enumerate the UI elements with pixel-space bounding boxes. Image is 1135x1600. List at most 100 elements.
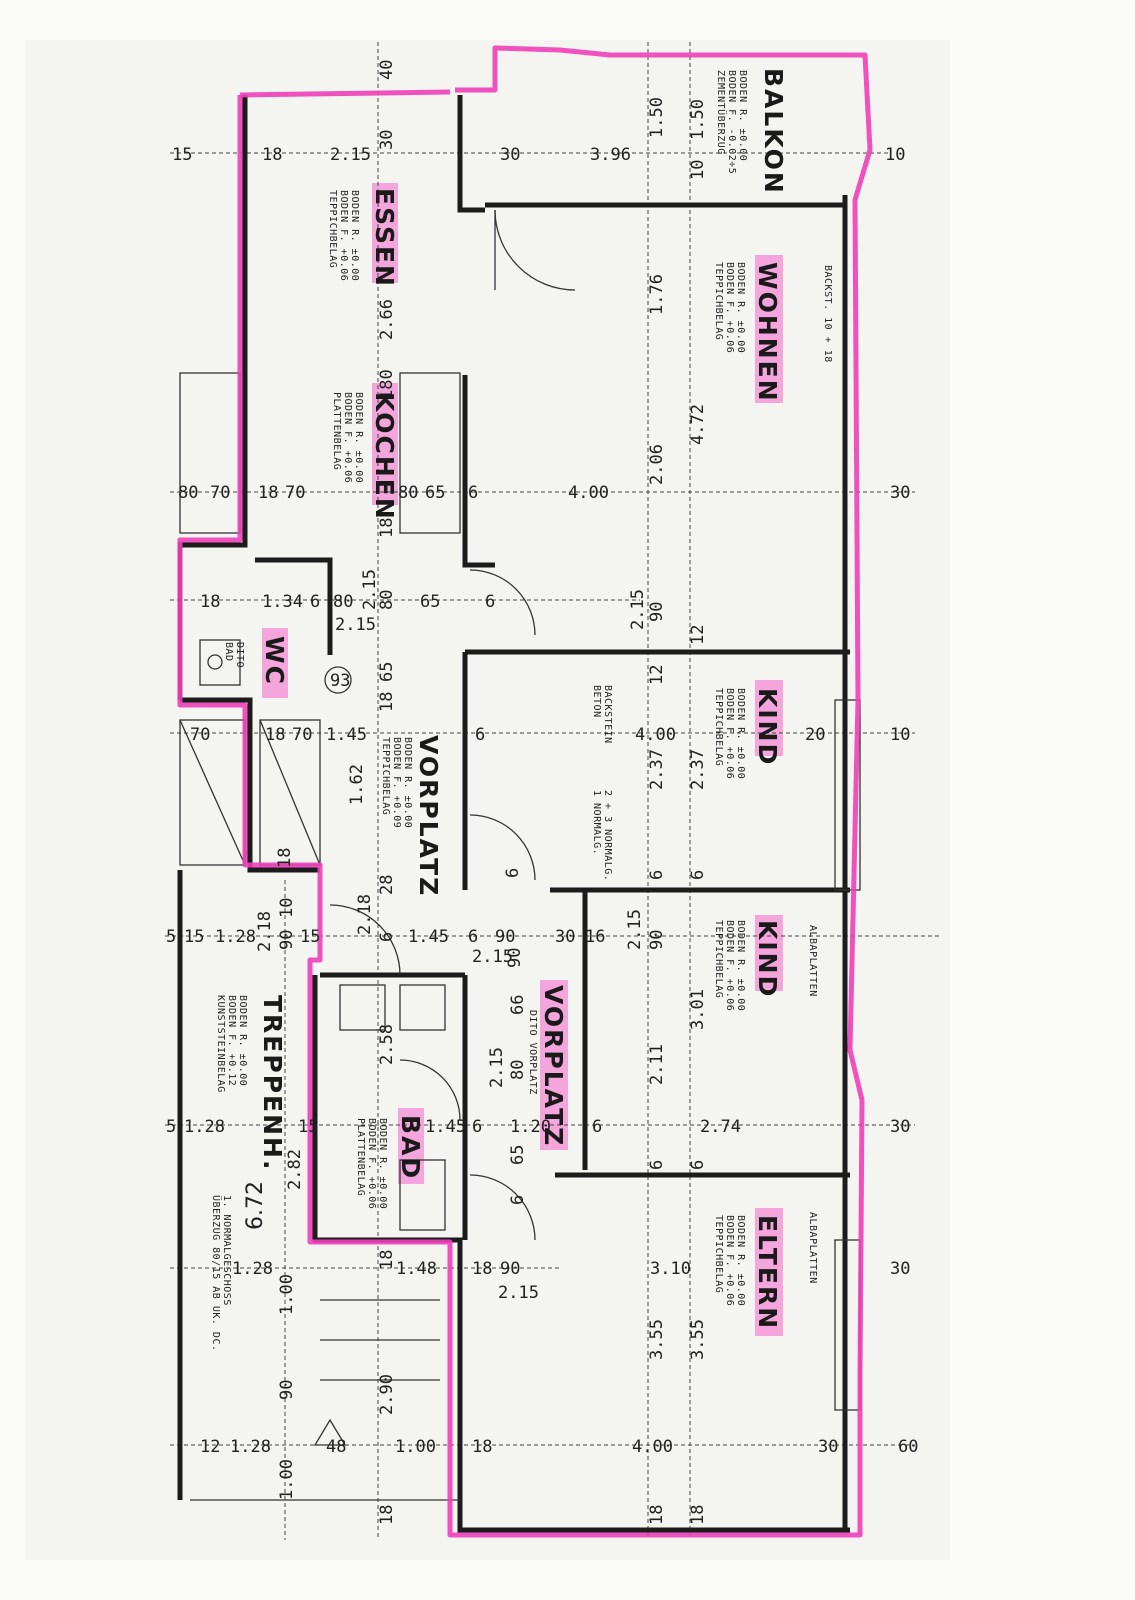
dim-label: 2.90 [377, 1374, 397, 1415]
dim-label: 2.06 [647, 444, 667, 485]
wall-note-beton: BETON [591, 685, 602, 718]
room-spec: BODEN R. ±0.00 [735, 920, 746, 1011]
dim-label: 18 [647, 1505, 667, 1525]
dim-label: 80 [333, 592, 353, 612]
dim-label: 6 [688, 1160, 708, 1170]
dim-label: 6 [503, 868, 523, 878]
room-name-bad: BAD [396, 1115, 425, 1180]
room-name-vorplatz-1: VORPLATZ [414, 735, 443, 897]
dim-label: 1.00 [277, 1274, 297, 1315]
dim-label: 6 [647, 870, 667, 880]
room-spec: DITO [234, 642, 245, 668]
room-spec: BODEN F. +0.06 [724, 1215, 735, 1306]
room-spec: BODEN R. ±0.00 [237, 995, 248, 1086]
dim-label: 90 [277, 1380, 297, 1400]
room-spec: DITO VORPLATZ [527, 1010, 538, 1095]
room-name-treppenhaus: TREPPENH. [258, 995, 287, 1171]
dim-label: 70 [210, 483, 230, 503]
dim-label: 18 [377, 1250, 397, 1270]
room-spec: TEPPICHBELAG [713, 1215, 724, 1293]
dim-label: 2.66 [377, 299, 397, 340]
dim-label: 2.15 [625, 909, 645, 950]
dim-label: 18 [688, 1505, 708, 1525]
floor-note: ÜBERZUG 80/15 AB UK. DC. [210, 1195, 223, 1352]
room-spec: PLATTENBELAG [331, 392, 342, 470]
room-spec: TEPPICHBELAG [380, 737, 391, 815]
dim-label: 1.28 [232, 1259, 273, 1279]
room-spec: BODEN F. +0.06 [342, 392, 353, 483]
dim-label: 70 [190, 725, 210, 745]
dim-label: 18 [262, 145, 282, 165]
dim-label: 20 [805, 725, 825, 745]
wall-note-backstein: BACKSTEIN [602, 685, 613, 744]
dim-label: 90 [505, 948, 525, 968]
room-spec: BODEN R. ±0.00 [735, 262, 746, 353]
dim-label: 5 [166, 1117, 176, 1137]
dim-label: 15 [298, 1117, 318, 1137]
wall-note-backst: BACKST. 10 + 18 [822, 265, 833, 363]
dim-label: 2.15 [628, 589, 648, 630]
dim-label: 2.37 [688, 749, 708, 790]
highlight-essen [372, 183, 398, 283]
room-spec: BODEN R. ±0.00 [735, 688, 746, 779]
room-spec: BODEN R. ±0.00 [735, 1215, 746, 1306]
dim-label: 2.82 [285, 1149, 305, 1190]
room-spec: BODEN R. ±0.00 [349, 190, 360, 281]
dim-label: 2.15 [498, 1283, 539, 1303]
dim-label: 2.74 [700, 1117, 741, 1137]
dim-label: 2.15 [330, 145, 371, 165]
room-spec: BODEN F. +0.06 [724, 262, 735, 353]
floor-note: 1. NORMALGESCHOSS [221, 1195, 232, 1306]
wall-note-normalg: 1 NORMALG. [591, 790, 602, 855]
dim-label: 6 [472, 1117, 482, 1137]
dim-label: 5 [166, 927, 176, 947]
wall-note-alba: ALBAPLATTEN [807, 925, 818, 997]
dim-label: 6 [485, 592, 495, 612]
dim-label: 6 [310, 592, 320, 612]
dim-label: 30 [890, 1117, 910, 1137]
dim-label: 65 [508, 1145, 528, 1165]
dim-label: 18 [275, 848, 295, 868]
dim-label: 15 [184, 927, 204, 947]
dim-label: 12 [200, 1437, 220, 1457]
wall-note-normalg: 2 + 3 NORMALG. [602, 790, 613, 881]
dim-label: 15 [300, 927, 320, 947]
dim-label: 1.28 [215, 927, 256, 947]
dim-label: 1.45 [326, 725, 367, 745]
dim-label: 80 [508, 1060, 528, 1080]
dim-label: 2.15 [487, 1047, 507, 1088]
dim-label: 16 [585, 927, 605, 947]
dim-label: 3.10 [650, 1259, 691, 1279]
dim-label: 90 [647, 930, 667, 950]
dim-label: 18 [200, 592, 220, 612]
dim-label: 15 [172, 145, 192, 165]
highlight-kochen [372, 383, 398, 505]
room-labels: BALKON BODEN R. ±0.00 BODEN F. -0.02÷5 Z… [210, 68, 833, 1352]
room-name-kind-2: KIND [753, 920, 782, 998]
room-name-vorplatz-2: VORPLATZ [539, 985, 568, 1147]
fixtures [179, 209, 861, 1501]
highlight-kind2 [755, 915, 783, 991]
dim-label: 12 [688, 625, 708, 645]
dim-label: 1.48 [396, 1259, 437, 1279]
dim-label: 30 [890, 1259, 910, 1279]
dim-label: 40 [377, 60, 397, 80]
room-spec: BODEN F. +0.06 [724, 920, 735, 1011]
room-spec: TEPPICHBELAG [713, 688, 724, 766]
dim-label: 30 [500, 145, 520, 165]
dim-label: 3.55 [647, 1319, 667, 1360]
dim-label: 2.11 [647, 1044, 667, 1085]
dim-label: 10 [890, 725, 910, 745]
dim-label: 18 [472, 1259, 492, 1279]
dim-label: 30 [890, 483, 910, 503]
room-name-kind-1: KIND [753, 688, 782, 766]
dim-label: 2.58 [377, 1024, 397, 1065]
walls [177, 95, 850, 1533]
dim-label: 1.20 [510, 1117, 551, 1137]
dim-label: 90 [277, 930, 297, 950]
room-spec: BODEN F. +0.06 [366, 1118, 377, 1209]
dim-label: 4.72 [688, 404, 708, 445]
room-spec: TEPPICHBELAG [327, 190, 338, 268]
dim-label: 1.50 [688, 99, 708, 140]
